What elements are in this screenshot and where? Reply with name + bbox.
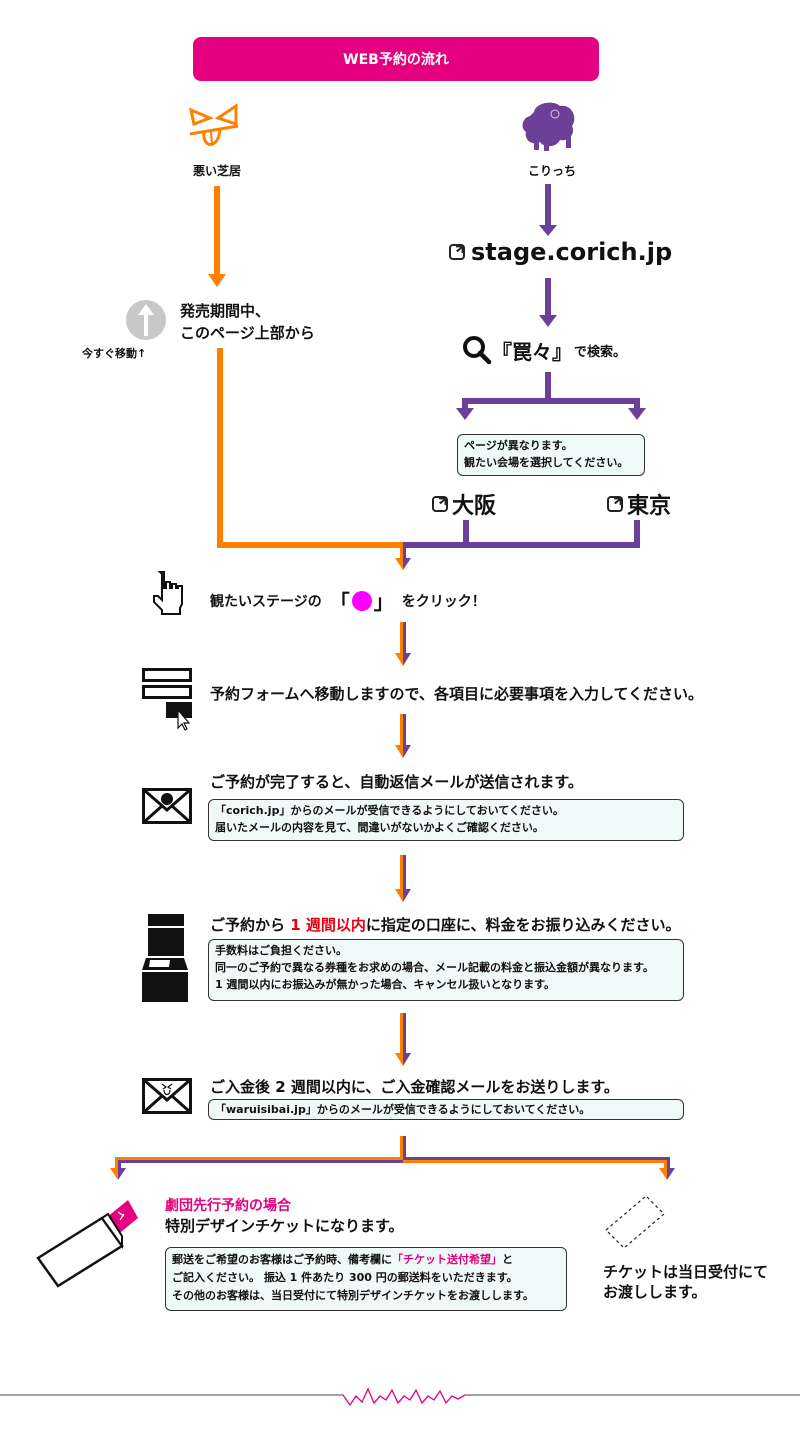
mail-icon — [142, 788, 192, 824]
right-branch-label: こりっち — [528, 164, 577, 178]
orange-arrow-1 — [208, 186, 226, 287]
external-link-icon — [432, 496, 448, 512]
hand-pointer-icon — [148, 570, 188, 616]
final-split-connector — [110, 1136, 675, 1180]
left-info-line1: 発売期間中、 — [180, 302, 271, 320]
outcome-right-line1: チケットは当日受付にて — [603, 1263, 769, 1281]
mail-ticket-note-line1: 郵送をご希望のお客様はご予約時、備考欄に「チケット送付希望」と — [172, 1251, 560, 1269]
payment-note-line1: 手数料はご負担ください。 — [215, 944, 347, 957]
mail-ticket-note-line3: その他のお客様は、当日受付にて特別デザインチケットをお渡しします。 — [172, 1289, 534, 1302]
bracket-open: 「 — [329, 590, 350, 614]
step-click-text: 観たいステージの 「 」 をクリック！ — [210, 586, 486, 615]
search-instruction: 『 罠々 』 で検索。 — [462, 335, 626, 365]
ticket-envelope-icon — [36, 1196, 148, 1288]
note-line1-after: と — [502, 1253, 513, 1266]
dual-arrow-2 — [395, 622, 411, 666]
form-icon — [142, 668, 194, 732]
search-bracket-open: 『 — [492, 339, 512, 364]
left-info-line2: このページ上部から — [180, 324, 315, 342]
search-keyword: 罠々 — [512, 339, 552, 364]
corich-site-text: stage.corich.jp — [471, 238, 673, 266]
atm-icon — [142, 914, 188, 1002]
dual-arrow-4 — [395, 855, 411, 902]
payment-note-line2: 同一のご予約で異なる券種をお求めの場合、メール記載の料金と振込金額が異なります。 — [215, 961, 654, 974]
venue-osaka-text: 大阪 — [452, 494, 497, 519]
step-form-text: 予約フォームへ移動しますので、各項目に必要事項を入力してください。 — [210, 685, 704, 703]
outcome-right-line2: お渡しします。 — [603, 1283, 707, 1301]
ticket-mail-request-highlight: 「チケット送付希望」 — [392, 1253, 502, 1266]
venue-note-line2: 観たい会場を選択してください。 — [464, 456, 629, 469]
dual-arrow-5 — [395, 1013, 411, 1066]
step-confirm-text: ご入金後 2 週間以内に、ご入金確認メールをお送りします。 — [210, 1078, 619, 1096]
reserve-dot-icon — [351, 590, 372, 611]
footer-divider — [0, 1387, 800, 1407]
step-click-after: をクリック！ — [401, 593, 486, 610]
autoreply-note-line1: 「corich.jp」からのメールが受信できるようにしておいてください。 — [215, 804, 564, 817]
outcome-left-title: 劇団先行予約の場合 — [165, 1195, 291, 1215]
payment-note-line3: 1 週間以内にお振込みが無かった場合、キャンセル扱いとなります。 — [215, 978, 556, 991]
payment-deadline-highlight: 1 週間以内 — [290, 916, 366, 934]
ticket-outline-icon — [604, 1192, 666, 1250]
search-bracket-close: 』 — [552, 339, 572, 364]
autoreply-note: 「corich.jp」からのメールが受信できるようにしておいてください。 届いた… — [208, 799, 684, 841]
external-link-icon — [607, 496, 623, 512]
left-branch-label: 悪い芝居 — [193, 164, 242, 178]
confirm-note-line1: 「waruisibai.jp」からのメールが受信できるようにしておいてください。 — [215, 1103, 591, 1116]
special-ticket-subtitle: 特別デザインチケットになります。 — [165, 1217, 404, 1235]
left-info-text: 発売期間中、 このページ上部から — [180, 300, 315, 344]
purple-split-connector — [456, 372, 646, 420]
payment-text-after: に指定の口座に、料金をお振り込みください。 — [365, 916, 681, 934]
outcome-right-text: チケットは当日受付にて お渡しします。 — [603, 1262, 768, 1302]
dual-arrow-3 — [395, 714, 411, 758]
waruishibai-zigzag-logo — [342, 1387, 466, 1407]
venue-osaka-link[interactable]: 大阪 — [432, 488, 496, 520]
note-line1-before: 郵送をご希望のお客様はご予約時、備考欄に — [172, 1253, 392, 1266]
purple-arrow-1 — [539, 184, 557, 236]
purple-arrow-2 — [539, 278, 557, 327]
jump-to-top-link[interactable]: 今すぐ移動↑ — [82, 347, 147, 360]
mail-ticket-note: 郵送をご希望のお客様はご予約時、備考欄に「チケット送付希望」と ご記入ください。… — [165, 1247, 567, 1311]
group-presale-title: 劇団先行予約の場合 — [165, 1198, 291, 1214]
bracket-close: 」 — [373, 590, 394, 614]
search-suffix: で検索。 — [574, 344, 627, 360]
search-icon — [463, 336, 492, 365]
venue-tokyo-text: 東京 — [627, 494, 672, 519]
external-link-icon — [449, 244, 465, 260]
page-title: WEB予約の流れ — [343, 52, 449, 68]
page-title-banner: WEB予約の流れ — [193, 37, 599, 81]
warui-shibai-face-icon — [188, 102, 243, 154]
step-click-before: 観たいステージの — [210, 593, 322, 610]
venue-note: ページが異なります。 観たい会場を選択してください。 — [457, 434, 645, 476]
step-autoreply-text: ご予約が完了すると、自動返信メールが送信されます。 — [210, 773, 583, 791]
merge-connector — [217, 348, 640, 570]
payment-text-before: ご予約から — [210, 916, 291, 934]
step-payment-text: ご予約から 1 週間以内に指定の口座に、料金をお振り込みください。 — [210, 914, 680, 935]
mail-ticket-note-line2: ご記入ください。 振込 1 件あたり 300 円の郵送料をいただきます。 — [172, 1271, 518, 1284]
sheep-icon — [520, 100, 578, 152]
payment-note: 手数料はご負担ください。 同一のご予約で異なる券種をお求めの場合、メール記載の料… — [208, 939, 684, 1001]
arrow-up-circle-icon[interactable] — [126, 300, 166, 340]
venue-tokyo-link[interactable]: 東京 — [607, 488, 671, 520]
corich-site-link[interactable]: stage.corich.jp — [449, 238, 672, 266]
mail-icon — [142, 1078, 192, 1114]
confirm-note: 「waruisibai.jp」からのメールが受信できるようにしておいてください。 — [208, 1099, 684, 1120]
autoreply-note-line2: 届いたメールの内容を見て、間違いがないかよくご確認ください。 — [215, 821, 544, 834]
venue-note-line1: ページが異なります。 — [464, 439, 573, 452]
